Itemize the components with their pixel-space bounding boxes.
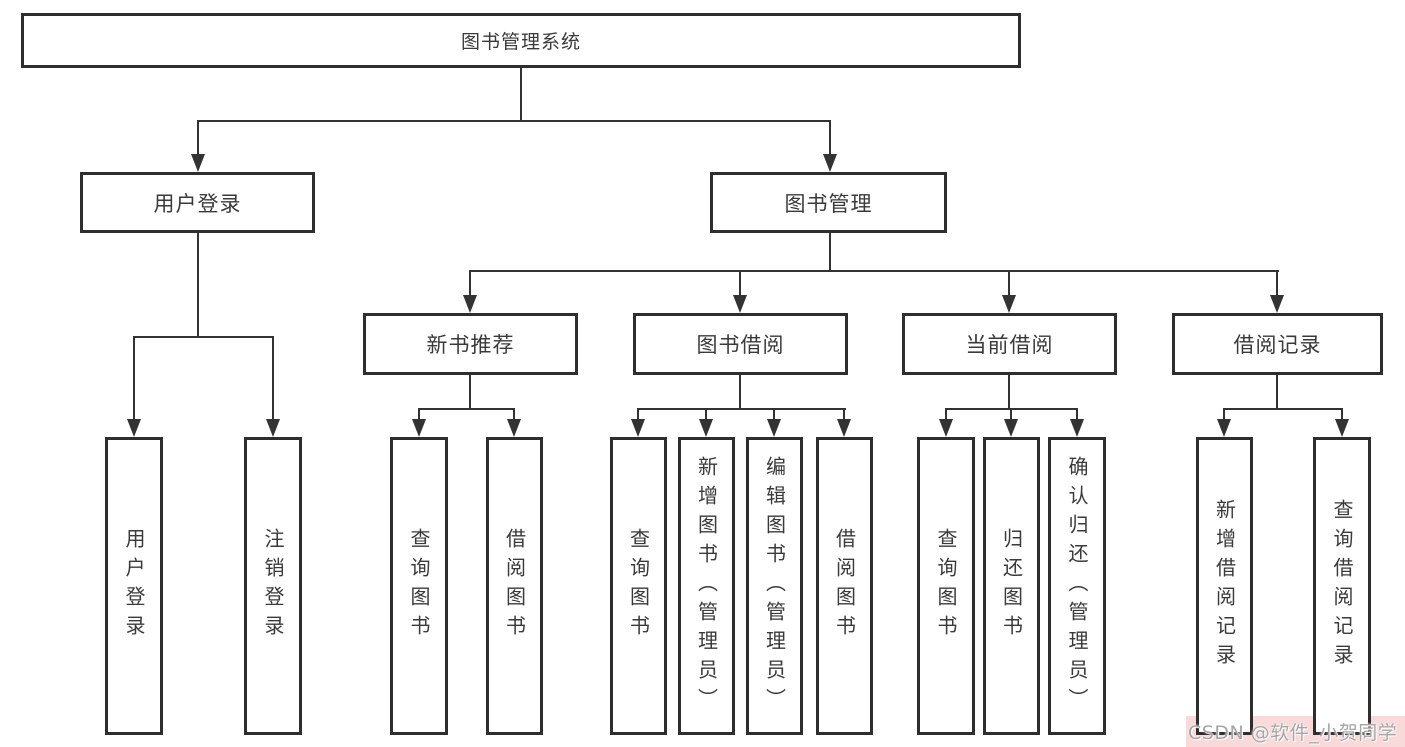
connector-horizontal — [197, 120, 831, 122]
connector-vertical — [705, 410, 707, 421]
node-leaf-return-books: 归还图书 — [983, 437, 1040, 735]
connector-vertical — [1341, 410, 1343, 421]
node-leaf-add-borrow-record: 新增借阅记录 — [1196, 437, 1253, 735]
node-leaf-user-login: 用户登录 — [105, 437, 163, 735]
connector-vertical — [773, 410, 775, 421]
node-leaf-confirm-return-admin: 确认归还（管理员） — [1048, 437, 1106, 735]
node-label: 图书借阅 — [696, 333, 785, 357]
connector-vertical — [1010, 410, 1012, 421]
connector-vertical — [418, 410, 420, 421]
node-label: 借阅图书 — [502, 528, 527, 644]
node-label: 新增图书（管理员） — [694, 455, 719, 717]
node-label: 注销登录 — [261, 528, 285, 644]
connector-vertical — [945, 410, 947, 421]
arrowhead-down-icon — [837, 419, 851, 437]
node-label: 确认归还（管理员） — [1065, 455, 1089, 717]
arrowhead-down-icon — [507, 419, 521, 437]
connector-horizontal — [133, 336, 274, 338]
connector-vertical — [1223, 410, 1225, 421]
connector-vertical — [1276, 272, 1278, 295]
arrowhead-down-icon — [412, 419, 426, 437]
connector-horizontal — [418, 408, 515, 410]
arrowhead-down-icon — [939, 419, 953, 437]
connector-horizontal — [637, 408, 846, 410]
arrowhead-down-icon — [1270, 295, 1284, 313]
node-label: 图书管理系统 — [460, 31, 581, 53]
arrowhead-down-icon — [127, 419, 141, 437]
arrowhead-down-icon — [767, 419, 781, 437]
connector-horizontal — [945, 408, 1078, 410]
node-label: 借阅记录 — [1233, 333, 1322, 357]
node-group-book-borrow: 图书借阅 — [633, 313, 848, 375]
connector-vertical — [513, 410, 515, 421]
connector-vertical — [469, 272, 471, 295]
node-branch-user-login: 用户登录 — [80, 172, 315, 233]
node-leaf-query-books-current: 查询图书 — [917, 437, 975, 735]
node-leaf-logout: 注销登录 — [244, 437, 302, 735]
connector-vertical — [1276, 375, 1278, 408]
connector-vertical — [1008, 375, 1010, 408]
node-label: 归还图书 — [999, 528, 1024, 644]
node-label: 用户登录 — [122, 528, 146, 644]
node-branch-book-management: 图书管理 — [710, 172, 947, 233]
node-label: 查询图书 — [934, 528, 958, 644]
node-label: 当前借阅 — [965, 333, 1054, 357]
connector-vertical — [829, 122, 831, 156]
node-label: 查询借阅记录 — [1330, 499, 1354, 673]
node-leaf-query-books-recommend: 查询图书 — [390, 437, 448, 735]
connector-vertical — [133, 338, 135, 421]
arrowhead-down-icon — [266, 419, 280, 437]
node-leaf-query-borrow-record: 查询借阅记录 — [1313, 437, 1371, 735]
watermark-text: CSDN @软件_小贺同学 — [1188, 722, 1398, 744]
node-label: 查询图书 — [407, 528, 431, 644]
node-root-system: 图书管理系统 — [21, 13, 1021, 68]
node-leaf-query-books-borrow: 查询图书 — [610, 437, 667, 735]
node-group-borrow-records: 借阅记录 — [1172, 313, 1383, 375]
node-label: 编辑图书（管理员） — [762, 455, 787, 717]
node-label: 新书推荐 — [426, 333, 515, 357]
connector-horizontal — [469, 270, 1279, 272]
arrowhead-down-icon — [191, 154, 205, 172]
arrowhead-down-icon — [1002, 295, 1016, 313]
arrowhead-down-icon — [1335, 419, 1349, 437]
connector-vertical — [739, 375, 741, 408]
connector-vertical — [843, 410, 845, 421]
connector-vertical — [469, 375, 471, 408]
arrowhead-down-icon — [631, 419, 645, 437]
arrowhead-down-icon — [1004, 419, 1018, 437]
connector-horizontal — [1223, 408, 1343, 410]
node-group-new-book-recommend: 新书推荐 — [363, 313, 578, 375]
node-leaf-borrow-books: 借阅图书 — [816, 437, 873, 735]
arrowhead-down-icon — [1070, 419, 1084, 437]
node-group-current-borrow: 当前借阅 — [902, 313, 1117, 375]
connector-vertical — [197, 122, 199, 156]
arrowhead-down-icon — [1217, 419, 1231, 437]
connector-vertical — [272, 338, 274, 421]
connector-vertical — [1008, 272, 1010, 295]
arrowhead-down-icon — [463, 295, 477, 313]
connector-vertical — [739, 272, 741, 295]
connector-vertical — [520, 68, 522, 120]
connector-vertical — [197, 233, 199, 336]
node-label: 用户登录 — [153, 191, 242, 216]
node-label: 图书管理 — [784, 191, 873, 216]
connector-vertical — [637, 410, 639, 421]
connector-vertical — [1076, 410, 1078, 421]
node-label: 借阅图书 — [832, 528, 857, 644]
node-label: 查询图书 — [626, 528, 651, 644]
node-leaf-add-books-admin: 新增图书（管理员） — [678, 437, 735, 735]
arrowhead-down-icon — [699, 419, 713, 437]
node-label: 新增借阅记录 — [1212, 499, 1237, 673]
node-leaf-edit-books-admin: 编辑图书（管理员） — [746, 437, 803, 735]
connector-vertical — [829, 233, 831, 270]
node-leaf-borrow-books-recommend: 借阅图书 — [486, 437, 543, 735]
arrowhead-down-icon — [733, 295, 747, 313]
arrowhead-down-icon — [823, 154, 837, 172]
